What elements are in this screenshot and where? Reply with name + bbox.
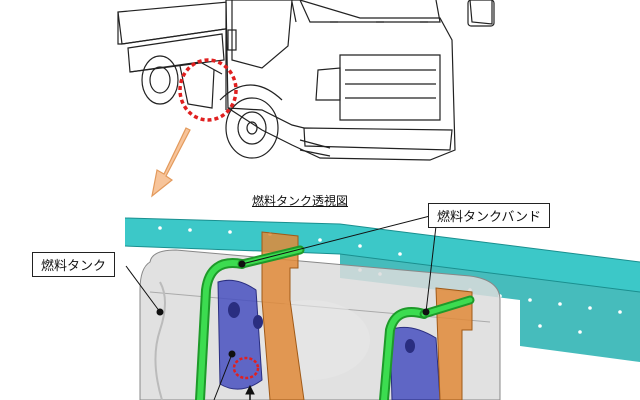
fuel-tank-band-label: 燃料タンクバンド (428, 203, 551, 228)
defect-location-highlight (232, 356, 260, 380)
section-title: 燃料タンク透視図 (252, 194, 349, 208)
tank-brackets (261, 231, 473, 400)
truck-illustration (117, 0, 495, 161)
tank-location-highlight (178, 58, 238, 122)
leader-lines (125, 215, 437, 400)
callout-arrow-icon (151, 127, 191, 198)
fuel-tank-label: 燃料タンク (32, 252, 116, 277)
